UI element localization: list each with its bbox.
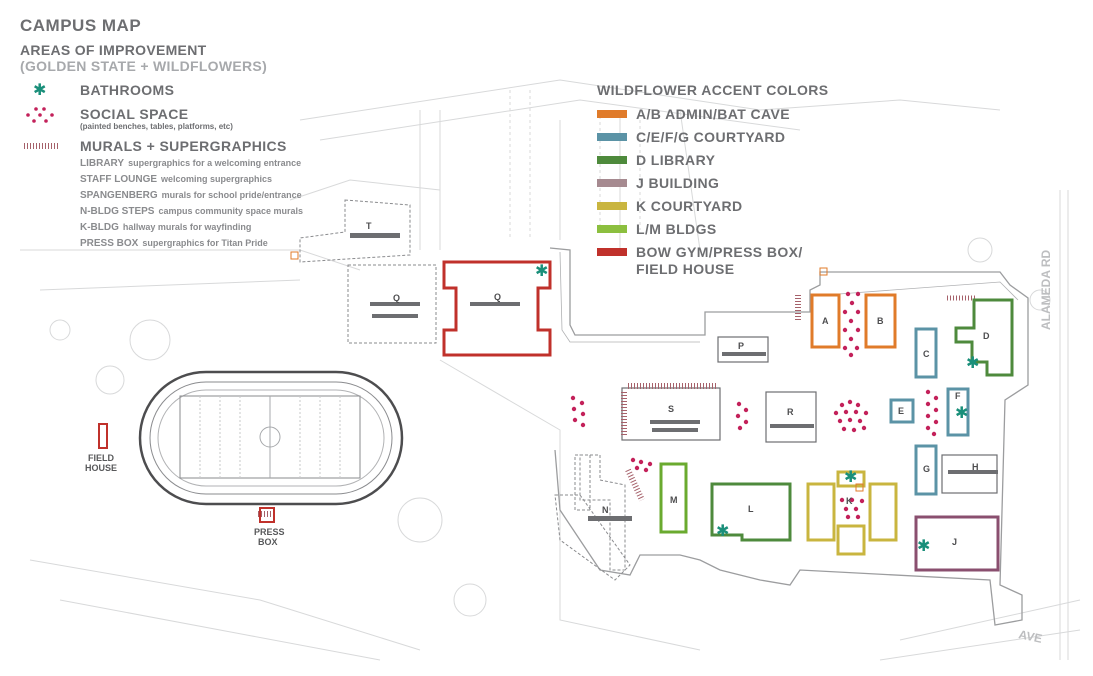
label-building-j: J [952, 537, 957, 547]
legend-social-label: SOCIAL SPACE [80, 106, 189, 122]
accent-swatch [597, 202, 627, 210]
accent-label: K COURTYARD [636, 198, 743, 214]
label-building-s: S [668, 404, 674, 414]
accent-label: L/M BLDGS [636, 221, 717, 237]
bathroom-icon: ✱ [955, 403, 968, 422]
mural-item-name: LIBRARY [80, 158, 125, 169]
bathroom-icon: ✱ [966, 353, 979, 372]
orange-buildings [810, 293, 897, 349]
legend-bathrooms-label: BATHROOMS [80, 82, 175, 98]
bathroom-icon: ✱ [917, 536, 930, 555]
yellow-buildings [806, 470, 898, 556]
label-building-f: F [955, 391, 961, 401]
track-field [138, 370, 404, 506]
label-building-h: H [972, 462, 979, 472]
entry-markers [290, 251, 864, 492]
mural-item-name: STAFF LOUNGE [80, 174, 158, 185]
label-building-r: R [787, 407, 794, 417]
label-building-n: N [602, 505, 609, 515]
mural-item-desc: campus community space murals [158, 206, 304, 216]
label-building-l: L [748, 504, 754, 514]
social-space-dots [570, 291, 939, 520]
mural-item-name: K-BLDG [80, 222, 119, 233]
label-building-q2: Q [494, 292, 501, 302]
label-building-k: K [846, 496, 853, 506]
accent-swatch [597, 110, 627, 118]
mural-item-desc: supergraphics for Titan Pride [142, 238, 268, 248]
mural-item-desc: hallway murals for wayfinding [122, 222, 252, 232]
page-subtitle-secondary: (GOLDEN STATE + WILDFLOWERS) [20, 58, 268, 74]
accent-label: BOW GYM/PRESS BOX/ [636, 244, 803, 260]
accent-label: J BUILDING [636, 175, 720, 191]
accent-label: C/E/F/G COURTYARD [636, 129, 786, 145]
building-letters: T Q Q P S R A B C D E F G H J K L M N [366, 221, 990, 547]
label-building-q1: Q [393, 293, 400, 303]
mural-item-desc: supergraphics for a welcoming entrance [128, 158, 302, 168]
accent-legend-title: WILDFLOWER ACCENT COLORS [597, 82, 829, 98]
red-buildings [98, 260, 552, 523]
label-building-g: G [923, 464, 930, 474]
mural-item-desc: welcoming supergraphics [161, 174, 273, 184]
page-subtitle: AREAS OF IMPROVEMENT [20, 42, 207, 58]
mural-item-name: SPANGENBERG [80, 190, 158, 201]
label-building-e: E [898, 406, 904, 416]
dots-cluster-icon [26, 107, 54, 123]
label-building-d: D [983, 331, 990, 341]
asterisk-icon: ✱ [33, 82, 47, 99]
label-building-b: B [877, 316, 884, 326]
accent-label-line2: FIELD HOUSE [636, 261, 735, 277]
press-box-label-1: PRESS [254, 527, 285, 537]
teal-buildings [889, 327, 970, 496]
hatch-icon [24, 143, 58, 149]
press-box-label-2: BOX [258, 537, 278, 547]
accent-swatch [597, 248, 627, 256]
campus-boundary-inner [559, 251, 1019, 343]
building-m-outline [659, 462, 688, 534]
legend-social-note: (painted benches, tables, platforms, etc… [80, 122, 233, 131]
accent-swatch [597, 156, 627, 164]
page-title: CAMPUS MAP [20, 16, 142, 35]
bathroom-icon: ✱ [716, 521, 729, 540]
bathroom-markers: ✱ ✱ ✱ ✱ ✱ ✱ [535, 261, 979, 555]
campus-boundary [549, 247, 1029, 626]
green-buildings [710, 298, 1014, 542]
label-building-t: T [366, 221, 372, 231]
building-name-bars [350, 233, 998, 521]
legend-murals-label: MURALS + SUPERGRAPHICS [80, 138, 287, 154]
mural-item-name: N-BLDG STEPS [80, 206, 155, 217]
mural-item-desc: murals for school pride/entrance [161, 190, 302, 200]
accent-swatch [597, 225, 627, 233]
label-building-c: C [923, 349, 930, 359]
mural-hatches [258, 295, 975, 517]
accent-swatch [597, 179, 627, 187]
accent-label: A/B ADMIN/BAT CAVE [636, 106, 790, 122]
label-building-m: M [670, 495, 678, 505]
label-building-p: P [738, 341, 744, 351]
label-building-a: A [822, 316, 829, 326]
grey-buildings-solid [621, 336, 998, 494]
bathroom-icon: ✱ [844, 467, 857, 486]
accent-swatch [597, 133, 627, 141]
field-house-label-2: HOUSE [85, 463, 117, 473]
accent-label: D LIBRARY [636, 152, 716, 168]
mural-item-name: PRESS BOX [80, 238, 139, 249]
building-j-outline [914, 515, 1000, 572]
bathroom-icon: ✱ [535, 261, 548, 280]
road-label-alameda: ALAMEDA RD [1039, 249, 1053, 330]
road-label-ave: AVE [1017, 627, 1043, 646]
field-house-label-1: FIELD [88, 453, 114, 463]
